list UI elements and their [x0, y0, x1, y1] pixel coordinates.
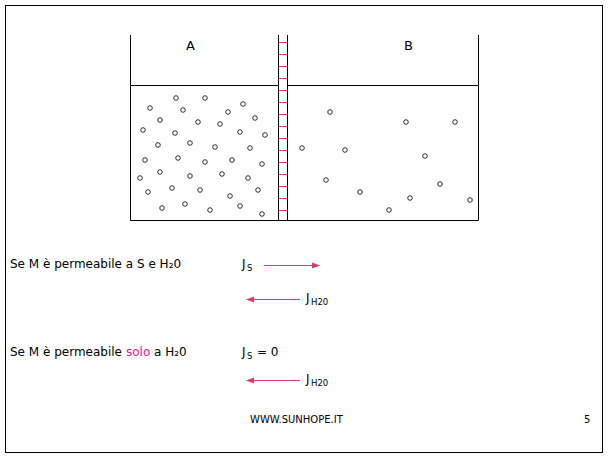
- compartment-label: A: [186, 38, 195, 54]
- flux-subscript: H20: [311, 378, 328, 388]
- slide-frame: [6, 6, 603, 453]
- condition-text: Se M è permeabile: [10, 345, 122, 359]
- flux-arrows: [246, 263, 320, 384]
- flux-symbol: J: [242, 257, 246, 271]
- flux-subscript: S: [247, 351, 252, 361]
- beaker: [130, 35, 479, 221]
- membrane: [278, 35, 288, 221]
- flux-symbol: J: [242, 345, 246, 359]
- flux-value: = 0: [257, 345, 279, 359]
- condition-text: a H₂0: [154, 345, 187, 359]
- flux-symbol: J: [306, 291, 310, 305]
- page-number: 5: [584, 414, 590, 426]
- flux-symbol: J: [306, 372, 310, 386]
- solute-particles: [138, 96, 473, 217]
- compartment-label: B: [404, 38, 413, 54]
- flux-subscript: H20: [311, 297, 328, 307]
- condition-text: Se M è permeabile a S e H₂0: [10, 257, 181, 271]
- website-footer: WWW.SUNHOPE.IT: [250, 414, 343, 426]
- flux-subscript: S: [247, 263, 252, 273]
- emphasis-text: solo: [126, 345, 150, 359]
